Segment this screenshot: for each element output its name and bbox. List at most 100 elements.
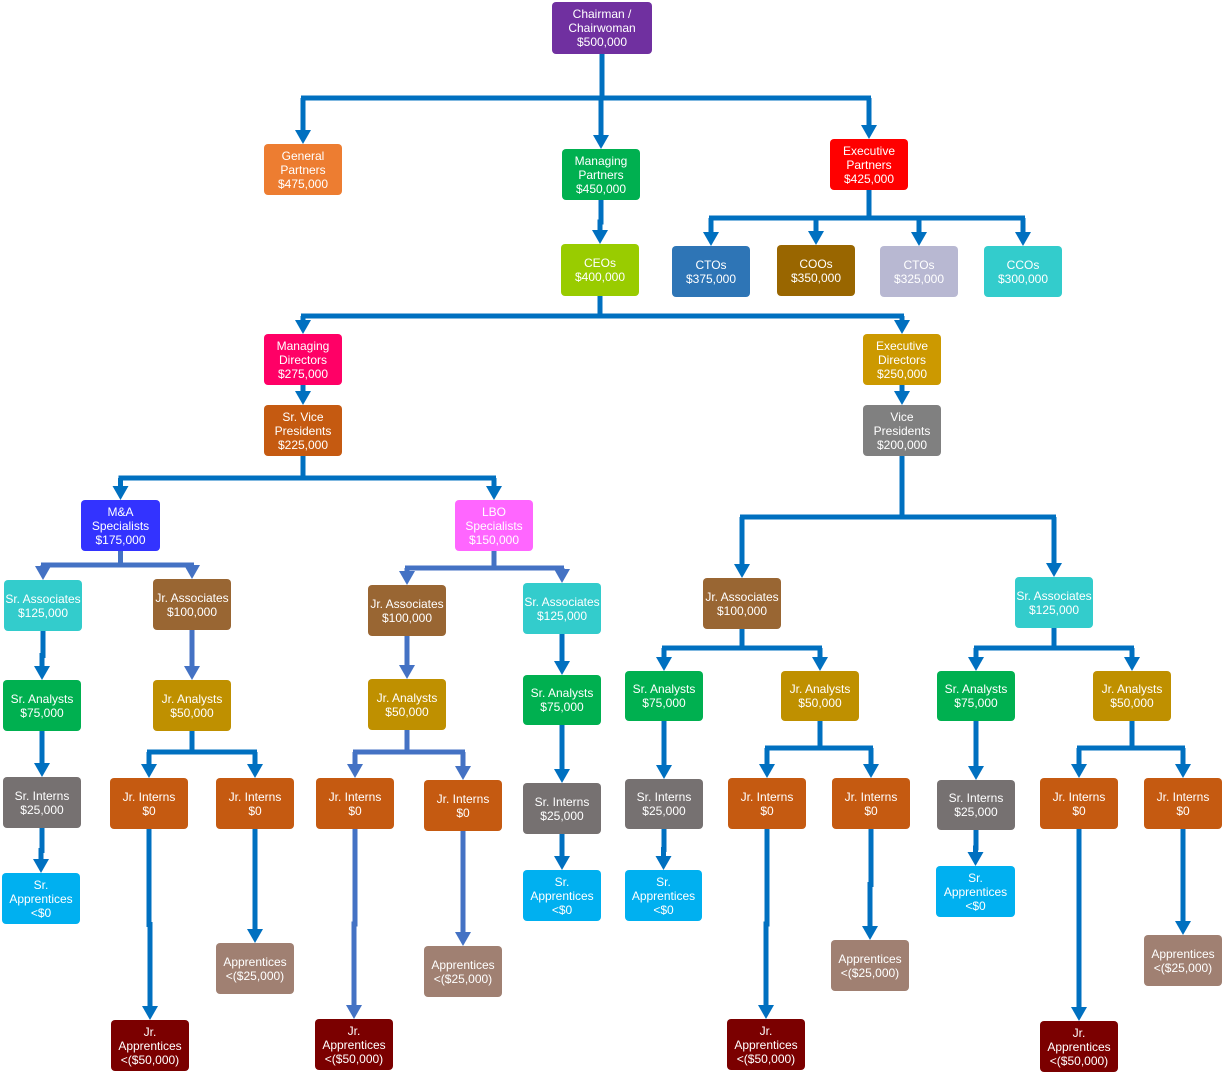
arrowhead-icon xyxy=(554,769,570,783)
node-salary: $0 xyxy=(1176,803,1190,818)
node-title: Jr. Interns xyxy=(228,789,282,804)
node-salary: $25,000 xyxy=(642,804,686,818)
arrowhead-icon xyxy=(455,766,471,780)
node-apprentices: Apprentices<($25,000) xyxy=(216,943,294,994)
node-title: Jr. Interns xyxy=(122,789,176,804)
node-salary: $425,000 xyxy=(843,171,895,186)
node-title: Jr. Analysts xyxy=(376,690,438,705)
connector-line xyxy=(763,829,770,1007)
node-salary: $125,000 xyxy=(536,608,588,623)
arrowhead-icon xyxy=(968,657,984,671)
arrowhead-icon xyxy=(247,764,263,778)
node-sr-apprentices: Sr.Apprentices<$0 xyxy=(625,870,702,921)
node-title: CEOs xyxy=(583,256,616,270)
node-jr-analysts: Jr. Analysts$50,000 xyxy=(368,679,446,730)
node-title: Apprentices xyxy=(943,884,1008,899)
arrowhead-icon xyxy=(247,929,263,943)
arrowhead-icon xyxy=(1071,764,1087,778)
arrowhead-icon xyxy=(346,1005,362,1019)
node-salary: $150,000 xyxy=(468,532,520,547)
node-title: Executive xyxy=(842,143,896,158)
node-apprentices: Apprentices<($25,000) xyxy=(831,940,909,991)
node-title: Sr. Analysts xyxy=(944,682,1008,696)
node-jr-associates: Jr. Associates$100,000 xyxy=(368,585,446,636)
node-salary: $0 xyxy=(248,803,262,818)
node-title: Sr. xyxy=(554,874,570,889)
arrowhead-icon xyxy=(894,320,910,334)
node-salary: <($50,000) xyxy=(1049,1053,1109,1068)
arrowhead-icon xyxy=(184,565,200,579)
node-title: Jr. Associates xyxy=(155,590,229,605)
node-sr-interns: Sr. Interns$25,000 xyxy=(937,780,1015,830)
node-ccos: CCOs$300,000 xyxy=(984,246,1062,297)
node-salary: $100,000 xyxy=(166,604,218,619)
arrowhead-icon xyxy=(655,856,672,870)
node-title: Presidents xyxy=(274,423,332,438)
node-salary: <$0 xyxy=(30,905,52,920)
node-title: Managing xyxy=(574,153,628,168)
node-title: Chairwoman xyxy=(568,21,636,35)
node-title: Jr. Interns xyxy=(328,789,382,804)
node-title: Jr. Associates xyxy=(705,589,779,604)
node-salary: $25,000 xyxy=(954,805,998,819)
node-title: Directors xyxy=(877,352,926,367)
node-sr-analysts: Sr. Analysts$75,000 xyxy=(3,680,81,731)
node-title: Sr. Vice xyxy=(282,409,324,424)
node-salary: $50,000 xyxy=(385,704,429,719)
connector-line xyxy=(351,829,358,1007)
node-salary: $125,000 xyxy=(17,605,69,620)
node-title: Presidents xyxy=(873,423,931,438)
arrowhead-icon xyxy=(862,926,878,940)
node-sr-interns: Sr. Interns$25,000 xyxy=(3,777,81,828)
arrowhead-icon xyxy=(808,231,824,245)
node-salary: $75,000 xyxy=(954,696,998,710)
node-title: Jr. xyxy=(143,1024,157,1039)
node-salary: <($50,000) xyxy=(736,1051,796,1066)
node-title: Apprentices xyxy=(631,888,696,903)
arrowhead-icon xyxy=(863,764,879,778)
node-salary: $75,000 xyxy=(642,696,686,710)
node-salary: $75,000 xyxy=(20,705,64,720)
arrowhead-icon xyxy=(33,859,49,873)
node-title: Apprentices xyxy=(1151,946,1215,961)
node-salary: $50,000 xyxy=(170,705,214,720)
connector-line xyxy=(973,830,979,854)
node-apprentices: Apprentices<($25,000) xyxy=(1144,935,1222,986)
arrowhead-icon xyxy=(656,657,672,671)
node-title: Jr. xyxy=(759,1023,773,1038)
node-salary: $200,000 xyxy=(876,437,928,452)
node-sr-analysts: Sr. Analysts$75,000 xyxy=(937,671,1015,721)
node-jr-associates: Jr. Associates$100,000 xyxy=(153,579,231,630)
node-jr-interns: Jr. Interns$0 xyxy=(216,778,294,829)
node-jr-interns: Jr. Interns$0 xyxy=(728,778,806,829)
node-jr-interns: Jr. Interns$0 xyxy=(316,778,394,829)
node-title: COOs xyxy=(799,256,833,271)
node-salary: <($25,000) xyxy=(840,965,900,980)
node-title: Jr. Analysts xyxy=(1101,682,1163,696)
node-title: Jr. Analysts xyxy=(161,691,223,706)
node-title: Jr. Interns xyxy=(436,791,490,806)
arrowhead-icon xyxy=(142,1006,158,1020)
node-title: Apprentices xyxy=(431,957,495,972)
node-title: Jr. Interns xyxy=(1052,789,1106,804)
arrowhead-icon xyxy=(35,566,51,580)
arrowhead-icon xyxy=(1175,764,1191,778)
node-salary: <($25,000) xyxy=(433,971,493,986)
node-salary: $25,000 xyxy=(540,808,584,823)
node-jr-interns: Jr. Interns$0 xyxy=(1144,778,1222,829)
node-salary: <$0 xyxy=(965,898,986,913)
node-title: Directors xyxy=(278,352,327,367)
node-salary: <($25,000) xyxy=(225,968,285,983)
node-sr-analysts: Sr. Analysts$75,000 xyxy=(523,675,601,725)
connector-line xyxy=(38,828,45,861)
connector-line xyxy=(867,829,874,928)
node-salary: $350,000 xyxy=(790,270,842,285)
node-jr-apprentices: Jr.Apprentices<($50,000) xyxy=(727,1019,805,1070)
node-salary: $325,000 xyxy=(893,271,945,286)
